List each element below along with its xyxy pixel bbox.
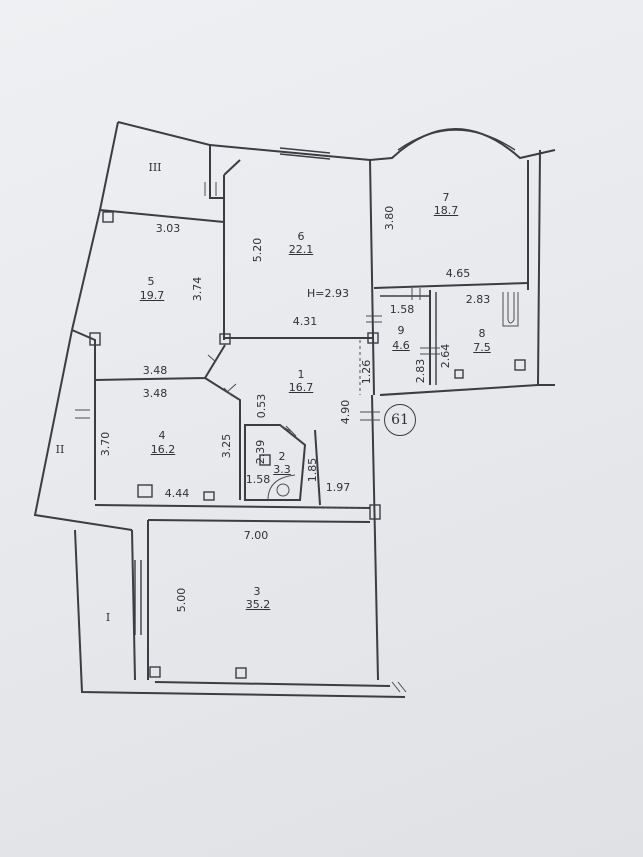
room-5-number: 5 xyxy=(147,275,155,288)
room-4-number: 4 xyxy=(158,429,166,442)
dim-3-80: 3.80 xyxy=(383,205,396,231)
room-1-area: 16.7 xyxy=(288,381,314,394)
balcony-II-label: II xyxy=(55,443,65,456)
dim-2-39: 2.39 xyxy=(254,439,267,465)
outer-walls xyxy=(33,121,556,698)
dim-3-25: 3.25 xyxy=(220,433,233,459)
dim-3-48-upper: 3.48 xyxy=(142,364,168,377)
dim-1-97: 1.97 xyxy=(325,481,351,494)
ceiling-height: H=2.93 xyxy=(307,287,349,300)
dim-3-74: 3.74 xyxy=(191,276,204,302)
dim-3-70: 3.70 xyxy=(99,431,112,457)
room-5-area: 19.7 xyxy=(139,289,165,302)
room-8-number: 8 xyxy=(478,327,486,340)
room-4-area: 16.2 xyxy=(150,443,176,456)
room-1-number: 1 xyxy=(297,368,305,381)
room-9-area: 4.6 xyxy=(392,339,410,352)
dim-3-48-lower: 3.48 xyxy=(142,387,168,400)
dim-2-83-vertical: 2.83 xyxy=(414,358,427,384)
room-7-number: 7 xyxy=(442,191,450,204)
dim-5-00: 5.00 xyxy=(175,587,188,613)
fixtures xyxy=(267,292,519,501)
dim-1-26: 1.26 xyxy=(360,359,373,385)
dim-4-44: 4.44 xyxy=(164,487,190,500)
dim-4-65: 4.65 xyxy=(445,267,471,280)
room-7-area: 18.7 xyxy=(433,204,459,217)
columns xyxy=(89,211,526,679)
dim-1-58-top: 1.58 xyxy=(389,303,415,316)
balcony-I-label: I xyxy=(105,611,111,624)
dim-3-03: 3.03 xyxy=(155,222,181,235)
section-marker-number: 61 xyxy=(391,412,409,428)
room-3-number: 3 xyxy=(253,585,261,598)
dim-1-85: 1.85 xyxy=(306,457,319,483)
dim-7-00: 7.00 xyxy=(243,529,269,542)
room-8-area: 7.5 xyxy=(473,341,491,354)
dim-2-64: 2.64 xyxy=(439,343,452,369)
interior-walls xyxy=(94,159,529,506)
room-9-number: 9 xyxy=(397,324,405,337)
dim-2-83-top: 2.83 xyxy=(465,293,491,306)
dim-5-20: 5.20 xyxy=(251,237,264,263)
dim-1-58-bottom: 1.58 xyxy=(245,473,271,486)
room-6-area: 22.1 xyxy=(288,243,314,256)
dim-4-31: 4.31 xyxy=(292,315,318,328)
dimension-lines xyxy=(75,182,440,693)
room-2-number: 2 xyxy=(278,450,286,463)
dim-4-90: 4.90 xyxy=(339,399,352,425)
section-marker: 61 xyxy=(384,404,416,436)
room-3-area: 35.2 xyxy=(245,598,271,611)
room-2-area: 3.3 xyxy=(273,463,291,476)
room-6-number: 6 xyxy=(297,230,305,243)
dim-0-53: 0.53 xyxy=(255,393,268,419)
balcony-III-label: III xyxy=(148,161,162,174)
